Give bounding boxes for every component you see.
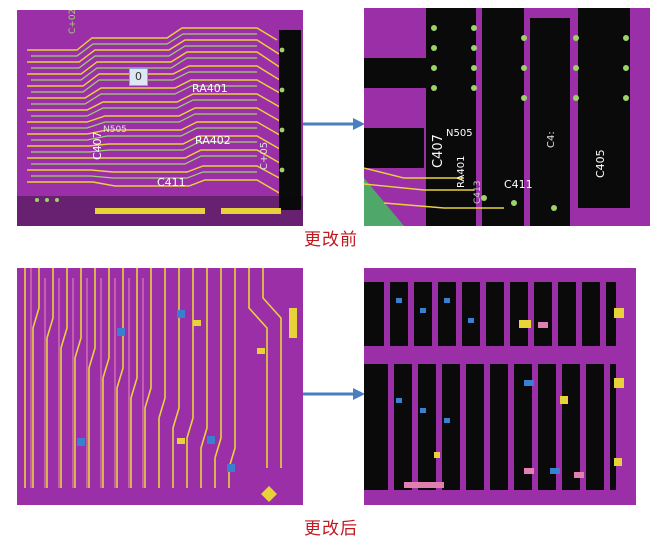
label-c411: C411 [157,176,186,189]
before-overview-image: RA401 RA402 C411 N505 C407 C+02 C+05 [17,10,303,226]
label-c402: C+02 [68,10,78,34]
zoom-label-c413: C413 [473,181,483,204]
label-c407: C407 [91,131,104,160]
zoom-label-c407: C407 [431,134,446,168]
zoom-label-ra401: RA401 [456,156,467,188]
after-zoom-image [364,268,636,505]
before-caption: 更改前 [304,230,358,250]
zoom-label-c405: C405 [594,149,607,178]
zoom-label-c411: C411 [504,178,533,191]
label-n505: N505 [103,125,127,135]
after-overview-image [17,268,303,505]
after-caption: 更改后 [304,519,358,539]
zoom-label-n505: N505 [446,128,473,139]
arrow-right-icon [303,388,365,400]
zoom-label-c4x: C4: [546,131,557,148]
label-ra401: RA401 [192,82,228,95]
arrow-right-icon [303,118,365,130]
label-c405: C+05 [259,142,270,170]
label-ra402: RA402 [195,134,231,147]
zoom-marker-badge: 0 [129,68,148,86]
before-zoom-image: N505 C407 RA401 C413 C411 C405 C4: [364,8,650,226]
